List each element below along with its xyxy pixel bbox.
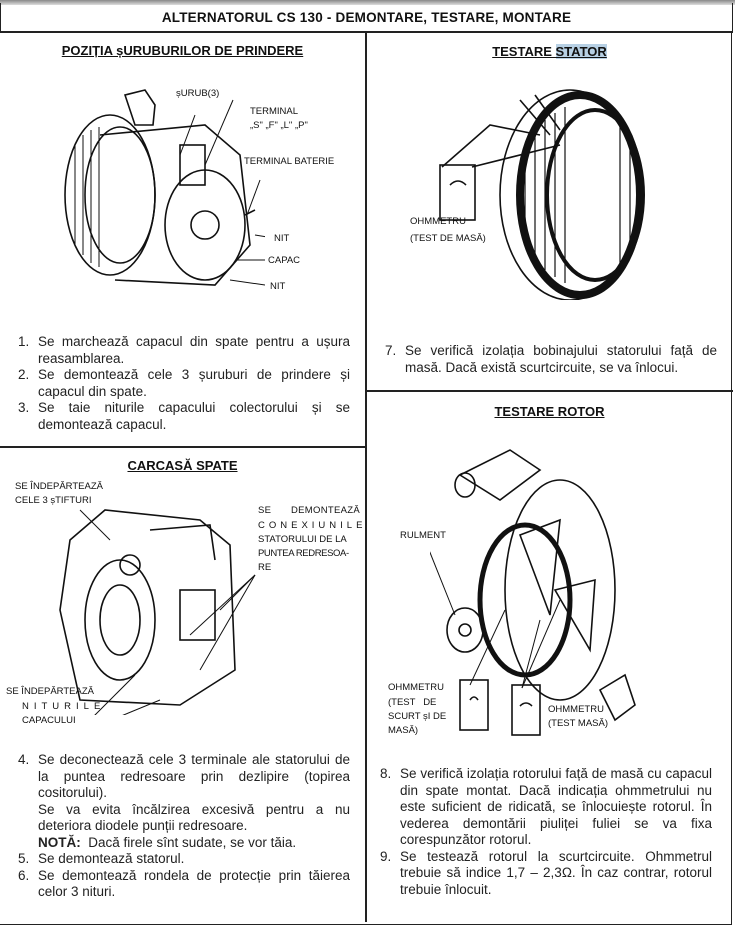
step-number: 5.	[18, 851, 30, 866]
step-item: 6. Se demontează rondela de protecție pri…	[18, 868, 350, 901]
step-number: 3.	[18, 400, 30, 415]
step-item: 8. Se verifică izolația rotorului față de…	[380, 766, 712, 849]
step-number: 8.	[380, 766, 392, 781]
section-heading-rear-housing: CARCASĂ SPATE	[127, 458, 238, 473]
page-title: ALTERNATORUL CS 130 - DEMONTARE, TESTARE…	[0, 3, 733, 32]
right-section-divider	[365, 390, 733, 392]
label-ohmmeter-1: OHMMETRU	[388, 682, 444, 693]
alternator-illustration	[64, 89, 265, 286]
label-remove-rivets-3: CAPACULUI	[22, 715, 76, 726]
step-item: 7. Se verifică izolația bobinajului stato…	[385, 343, 717, 376]
steps-list-3: 4. Se deconectează cele 3 terminale ale s…	[18, 752, 350, 901]
label-cover: CAPAC	[268, 255, 301, 266]
rear-housing-illustration	[59, 509, 256, 715]
highlighted-text: STATOR	[555, 44, 607, 59]
step-item: 1. Se marchează capacul din spate pentru …	[18, 334, 350, 367]
label-connections-1: SE DEMONTEAZĂ	[258, 505, 360, 516]
step-item: 3. Se taie niturile capacului colectorulu…	[18, 400, 350, 433]
stator-illustration	[439, 89, 645, 300]
step-number: 2.	[18, 367, 30, 382]
label-ohmmeter-1-test: (TEST DE	[388, 697, 437, 708]
steps-list-4: 8. Se verifică izolația rotorului față de…	[380, 766, 712, 898]
label-connections-5: RE	[258, 562, 272, 573]
section-heading-screws: POZIȚIA șURUBURILOR DE PRINDERE	[61, 43, 304, 58]
label-remove-pins-1: SE ÎNDEPĂRTEAZĂ	[15, 481, 103, 492]
label-rivet-2: NIT	[270, 281, 286, 292]
step-text: Se deconectează cele 3 terminale ale sta…	[38, 752, 350, 800]
step-number: 4.	[18, 752, 30, 767]
label-rivet-1: NIT	[274, 233, 290, 244]
label-remove-pins-2: CELE 3 șTIFTURI	[15, 495, 92, 506]
label-terminal: TERMINAL	[250, 106, 299, 117]
step-number: 7.	[385, 343, 397, 358]
step-number: 6.	[18, 867, 30, 883]
label-terminal-codes: „S" „F" „L" „P"	[250, 120, 308, 131]
label-connections-4: PUNTEA REDRESOA-	[258, 548, 349, 559]
step-text: Se marchează capacul din spate pentru a …	[38, 334, 350, 366]
step-item: 4. Se deconectează cele 3 terminale ale s…	[18, 752, 350, 802]
left-section-divider	[0, 446, 365, 448]
step-text: Se testează rotorul la scurtcircuite. Oh…	[400, 848, 712, 897]
label-screw: șURUB(3)	[176, 88, 220, 99]
note-label: NOTĂ:	[38, 834, 81, 850]
step-text: Se demontează statorul.	[38, 851, 185, 866]
top-edge	[0, 0, 735, 5]
heading-part: TESTARE	[492, 44, 556, 59]
step-text: Se demontează rondela de protecție prin …	[38, 867, 350, 900]
step-text: Se taie niturile capacului colectorului …	[38, 400, 350, 432]
divider	[0, 31, 733, 33]
step-number: 1.	[18, 334, 30, 349]
label-ohmmeter-1-ground: MASĂ)	[388, 725, 419, 736]
step-item: NOTĂ: Dacă firele sînt sudate, se vor tă…	[18, 835, 350, 852]
steps-list-2: 7. Se verifică izolația bobinajului stato…	[385, 343, 717, 376]
label-remove-rivets-2: NITURILE	[22, 701, 106, 712]
step-item: 5. Se demontează statorul.	[18, 851, 350, 868]
label-ohmmeter: OHMMETRU	[410, 216, 466, 227]
label-ohmmeter-2: OHMMETRU	[548, 704, 604, 715]
rotor-illustration	[430, 449, 636, 736]
column-divider	[365, 32, 367, 922]
label-ohmmeter-1-short: SCURT șI DE	[388, 711, 447, 722]
content-frame	[0, 32, 732, 925]
label-bearing: RULMENT	[400, 530, 446, 541]
step-text: Se demontează cele 3 șuruburi de prinder…	[38, 367, 350, 399]
step-text: Se verifică izolația bobinajului statoru…	[405, 343, 717, 375]
section-heading-stator: TESTARE STATOR	[366, 44, 733, 59]
step-item: Se va evita încălzirea excesivă pentru a…	[18, 802, 350, 835]
label-connections-2: CONEXIUNILE	[258, 520, 367, 531]
label-ground-test: (TEST DE MASĂ)	[410, 233, 486, 244]
label-battery-terminal: TERMINAL BATERIE	[244, 156, 335, 167]
step-text: Se verifică izolația rotorului față de m…	[400, 766, 712, 847]
step-text: Dacă firele sînt sudate, se vor tăia.	[88, 834, 297, 850]
step-item: 2. Se demontează cele 3 șuruburi de prind…	[18, 367, 350, 400]
steps-list-1: 1. Se marchează capacul din spate pentru …	[18, 334, 350, 433]
step-item: 9. Se testează rotorul la scurtcircuite. …	[380, 849, 712, 899]
section-heading-rotor: TESTARE ROTOR	[494, 404, 605, 419]
label-remove-rivets-1: SE ÎNDEPĂRTEAZĂ	[6, 686, 94, 697]
label-ohmmeter-2-test: (TEST MASĂ)	[548, 718, 608, 729]
step-text: Se va evita încălzirea excesivă pentru a…	[38, 801, 350, 834]
step-number: 9.	[380, 848, 392, 864]
label-connections-3: STATORULUI DE LA	[258, 534, 347, 545]
